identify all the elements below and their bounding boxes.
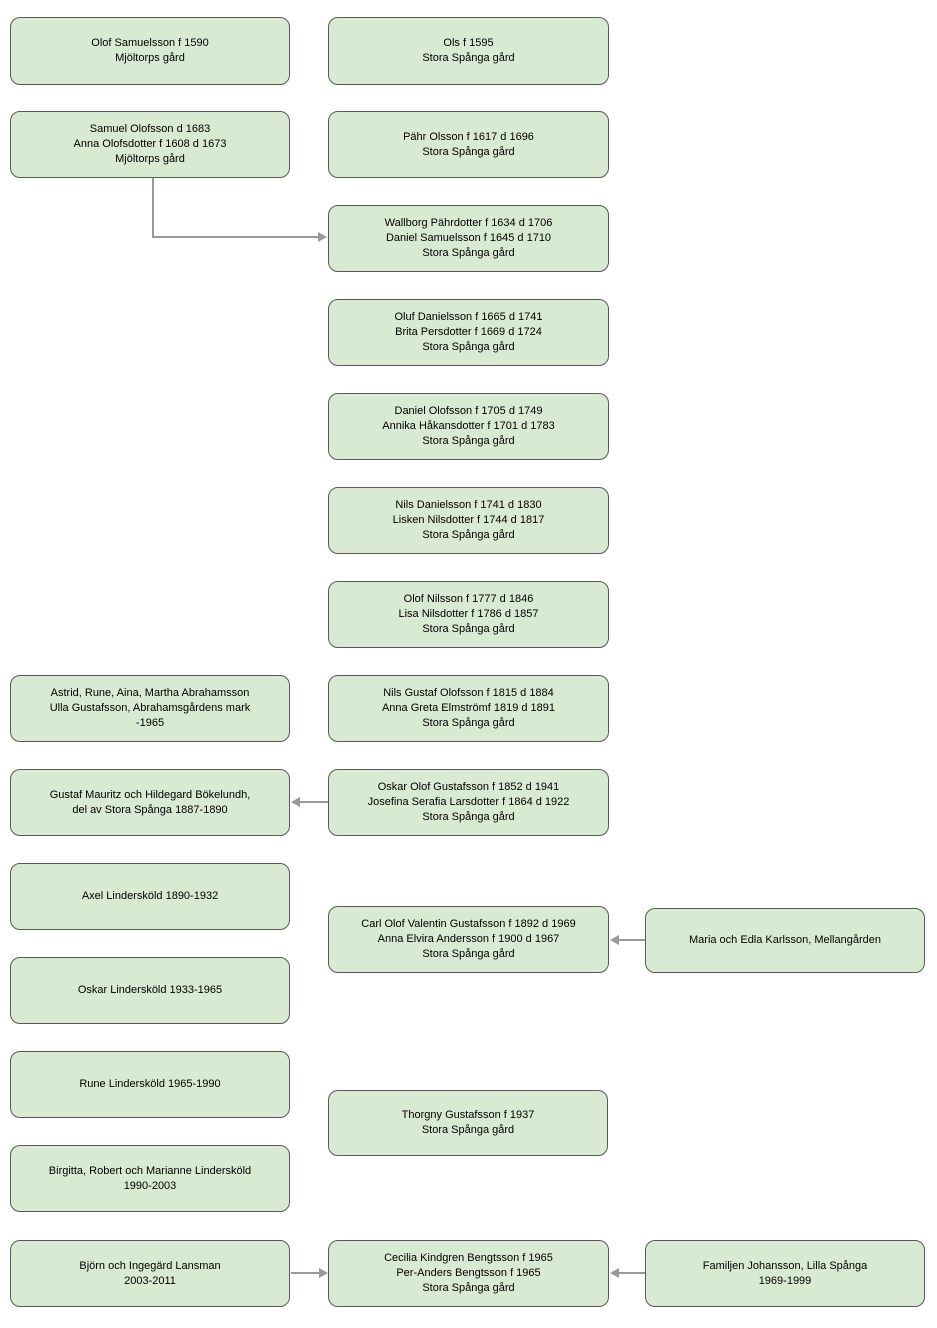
connector-johansson-to-cecilia	[618, 1272, 645, 1274]
node-text: Anna Elvira Andersson f 1900 d 1967	[377, 933, 560, 945]
node-text: Ols f 1595	[443, 37, 494, 49]
node-nils-danielsson: Nils Danielsson f 1741 d 1830 Lisken Nil…	[328, 487, 609, 554]
node-wallborg-pahrdotter: Wallborg Pährdotter f 1634 d 1706 Daniel…	[328, 205, 609, 272]
connector-samuel-to-wallborg-horizontal	[152, 236, 319, 238]
node-familjen-johansson: Familjen Johansson, Lilla Spånga 1969-19…	[645, 1240, 925, 1307]
node-text: Stora Spånga gård	[422, 247, 515, 259]
node-text: del av Stora Spånga 1887-1890	[72, 803, 228, 816]
node-cecilia-per-anders: Cecilia Kindgren Bengtsson f 1965 Per-An…	[328, 1240, 609, 1307]
node-text: Olof Nilsson f 1777 d 1846	[403, 593, 534, 605]
node-axel-linderskold: Axel Lindersköld 1890-1932	[10, 863, 290, 930]
node-text: Familjen Johansson, Lilla Spånga	[702, 1259, 868, 1272]
arrowhead-right-icon	[319, 1268, 328, 1278]
node-text: Thorgny Gustafsson f 1937	[401, 1109, 535, 1121]
node-text: Mjöltorps gård	[115, 153, 185, 165]
node-text: Stora Spånga gård	[422, 341, 515, 353]
node-maria-edla-karlsson: Maria och Edla Karlsson, Mellangården	[645, 908, 925, 973]
arrowhead-left-icon	[610, 935, 619, 945]
node-text: Oskar Olof Gustafsson f 1852 d 1941	[377, 781, 560, 793]
node-text: Stora Spånga gård	[422, 529, 515, 541]
node-text: Ulla Gustafsson, Abrahamsgårdens mark	[49, 702, 251, 714]
node-text: Lisa Nilsdotter f 1786 d 1857	[398, 608, 539, 620]
arrowhead-left-icon	[610, 1268, 619, 1278]
node-text: Anna Olofsdotter f 1608 d 1673	[73, 138, 227, 150]
node-text: Daniel Samuelsson f 1645 d 1710	[385, 232, 552, 244]
node-text: Mjöltorps gård	[115, 52, 185, 64]
node-text: Stora Spånga gård	[422, 145, 515, 158]
node-text: Cecilia Kindgren Bengtsson f 1965	[384, 1252, 553, 1264]
node-text: Gustaf Mauritz och Hildegard Bökelundh,	[49, 788, 251, 801]
node-text: Wallborg Pährdotter f 1634 d 1706	[384, 217, 553, 229]
connector-oskar-to-bokelundh	[299, 801, 328, 803]
node-olof-nilsson: Olof Nilsson f 1777 d 1846 Lisa Nilsdott…	[328, 581, 609, 648]
node-text: Carl Olof Valentin Gustafsson f 1892 d 1…	[361, 918, 576, 930]
node-oskar-olof-gustafsson: Oskar Olof Gustafsson f 1852 d 1941 Jose…	[328, 769, 609, 836]
node-text: Oluf Danielsson f 1665 d 1741	[394, 311, 543, 323]
node-text: Birgitta, Robert och Marianne Lindersköl…	[48, 1164, 252, 1177]
node-samuel-olofsson: Samuel Olofsson d 1683 Anna Olofsdotter …	[10, 111, 290, 178]
node-text: 2003-2011	[124, 1274, 176, 1287]
node-text: Nils Danielsson f 1741 d 1830	[395, 499, 542, 511]
node-olof-samuelsson: Olof Samuelsson f 1590 Mjöltorps gård	[10, 17, 290, 85]
node-text: Maria och Edla Karlsson, Mellangården	[689, 934, 881, 946]
node-daniel-olofsson: Daniel Olofsson f 1705 d 1749 Annika Håk…	[328, 393, 609, 460]
node-text: Rune Lindersköld 1965-1990	[79, 1078, 221, 1090]
node-oskar-linderskold: Oskar Lindersköld 1933-1965	[10, 957, 290, 1024]
node-bjorn-ingegard-lansman: Björn och Ingegärd Lansman 2003-2011	[10, 1240, 290, 1307]
node-text: Stora Spånga gård	[422, 52, 515, 64]
node-bokelundh: Gustaf Mauritz och Hildegard Bökelundh, …	[10, 769, 290, 836]
node-text: Oskar Lindersköld 1933-1965	[77, 984, 223, 996]
node-text: Lisken Nilsdotter f 1744 d 1817	[392, 514, 545, 526]
arrowhead-left-icon	[291, 797, 300, 807]
connector-bjorn-to-cecilia	[291, 1272, 320, 1274]
node-text: Pähr Olsson f 1617 d 1696	[403, 130, 534, 143]
node-oluf-danielsson: Oluf Danielsson f 1665 d 1741 Brita Pers…	[328, 299, 609, 366]
node-thorgny-gustafsson: Thorgny Gustafsson f 1937 Stora Spånga g…	[328, 1090, 608, 1156]
node-text: Stora Spånga gård	[422, 717, 515, 729]
node-pahr-olsson: Pähr Olsson f 1617 d 1696 Stora Spånga g…	[328, 111, 609, 178]
node-text: Astrid, Rune, Aina, Martha Abrahamsson	[50, 687, 250, 699]
arrowhead-right-icon	[318, 232, 327, 242]
node-birgitta-robert-marianne: Birgitta, Robert och Marianne Lindersköl…	[10, 1145, 290, 1212]
node-text: -1965	[135, 717, 165, 729]
node-text: Björn och Ingegärd Lansman	[79, 1259, 221, 1272]
node-text: Stora Spånga gård	[422, 1282, 515, 1294]
connector-samuel-to-wallborg-vertical	[152, 178, 154, 238]
node-text: Stora Spånga gård	[422, 623, 515, 635]
node-text: Stora Spånga gård	[421, 1124, 515, 1136]
node-rune-linderskold: Rune Lindersköld 1965-1990	[10, 1051, 290, 1118]
node-text: Per-Anders Bengtsson f 1965	[396, 1267, 541, 1279]
node-text: Daniel Olofsson f 1705 d 1749	[394, 405, 543, 417]
node-text: Olof Samuelsson f 1590	[91, 37, 209, 49]
node-ols: Ols f 1595 Stora Spånga gård	[328, 17, 609, 85]
node-text: Samuel Olofsson d 1683	[89, 123, 211, 135]
node-text: Annika Håkansdotter f 1701 d 1783	[382, 420, 555, 432]
node-text: Stora Spånga gård	[422, 435, 515, 447]
node-text: Axel Lindersköld 1890-1932	[81, 890, 219, 902]
node-text: 1969-1999	[758, 1274, 812, 1287]
node-text: Brita Persdotter f 1669 d 1724	[395, 326, 542, 338]
node-carl-olof-valentin: Carl Olof Valentin Gustafsson f 1892 d 1…	[328, 906, 609, 973]
node-text: Stora Spånga gård	[422, 948, 515, 960]
node-text: Stora Spånga gård	[422, 811, 515, 823]
node-text: Nils Gustaf Olofsson f 1815 d 1884	[383, 687, 554, 699]
node-nils-gustaf-olofsson: Nils Gustaf Olofsson f 1815 d 1884 Anna …	[328, 675, 609, 742]
node-text: Anna Greta Elmströmf 1819 d 1891	[381, 702, 556, 714]
node-text: 1990-2003	[123, 1179, 177, 1192]
connector-maria-to-carl	[618, 939, 645, 941]
node-abrahamsson: Astrid, Rune, Aina, Martha Abrahamsson U…	[10, 675, 290, 742]
node-text: Josefina Serafia Larsdotter f 1864 d 192…	[367, 796, 570, 808]
